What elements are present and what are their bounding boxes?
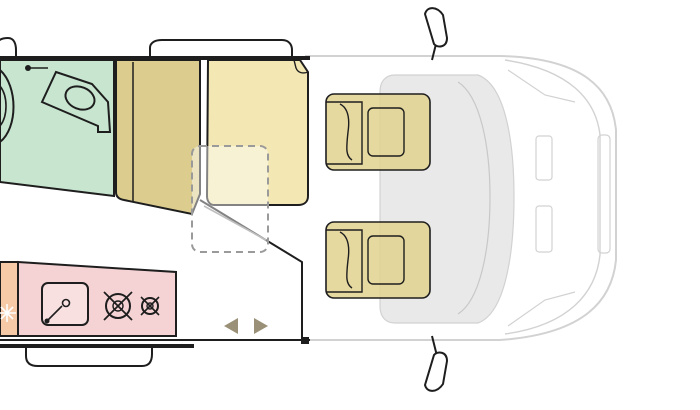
washbasin-icon	[25, 65, 112, 133]
arrow-left-icon	[224, 318, 238, 334]
wardrobe	[115, 59, 201, 216]
headlight-top	[535, 135, 553, 181]
dashboard-inner	[457, 81, 491, 315]
partition-line	[199, 199, 303, 338]
bathroom	[0, 59, 115, 198]
hood-panel-bottom	[507, 291, 576, 327]
side-mirror-top	[423, 7, 449, 61]
sink-icon	[41, 282, 89, 326]
cab-seat-passenger	[325, 221, 431, 299]
bed-corner	[293, 59, 309, 74]
fridge	[0, 261, 19, 337]
bed	[205, 59, 309, 206]
cab-seat-driver	[325, 93, 431, 171]
headlight-bottom	[535, 205, 553, 253]
rear-wheel-arch-top	[0, 36, 17, 56]
toilet-icon	[0, 69, 15, 143]
grille-right	[597, 134, 611, 254]
partition-gap-line	[203, 205, 267, 241]
side-mirror-bottom	[423, 335, 449, 392]
wheel-arch-bottom	[25, 348, 153, 367]
door-post	[301, 337, 309, 344]
hood-lines	[504, 59, 601, 335]
snowflake-icon	[0, 304, 16, 322]
front-wheel-arch-top	[149, 39, 293, 56]
arrow-right-icon	[254, 318, 268, 334]
gas-hob-icon	[103, 291, 160, 321]
foldout-table	[191, 145, 269, 253]
hood-panel-top	[507, 69, 576, 103]
